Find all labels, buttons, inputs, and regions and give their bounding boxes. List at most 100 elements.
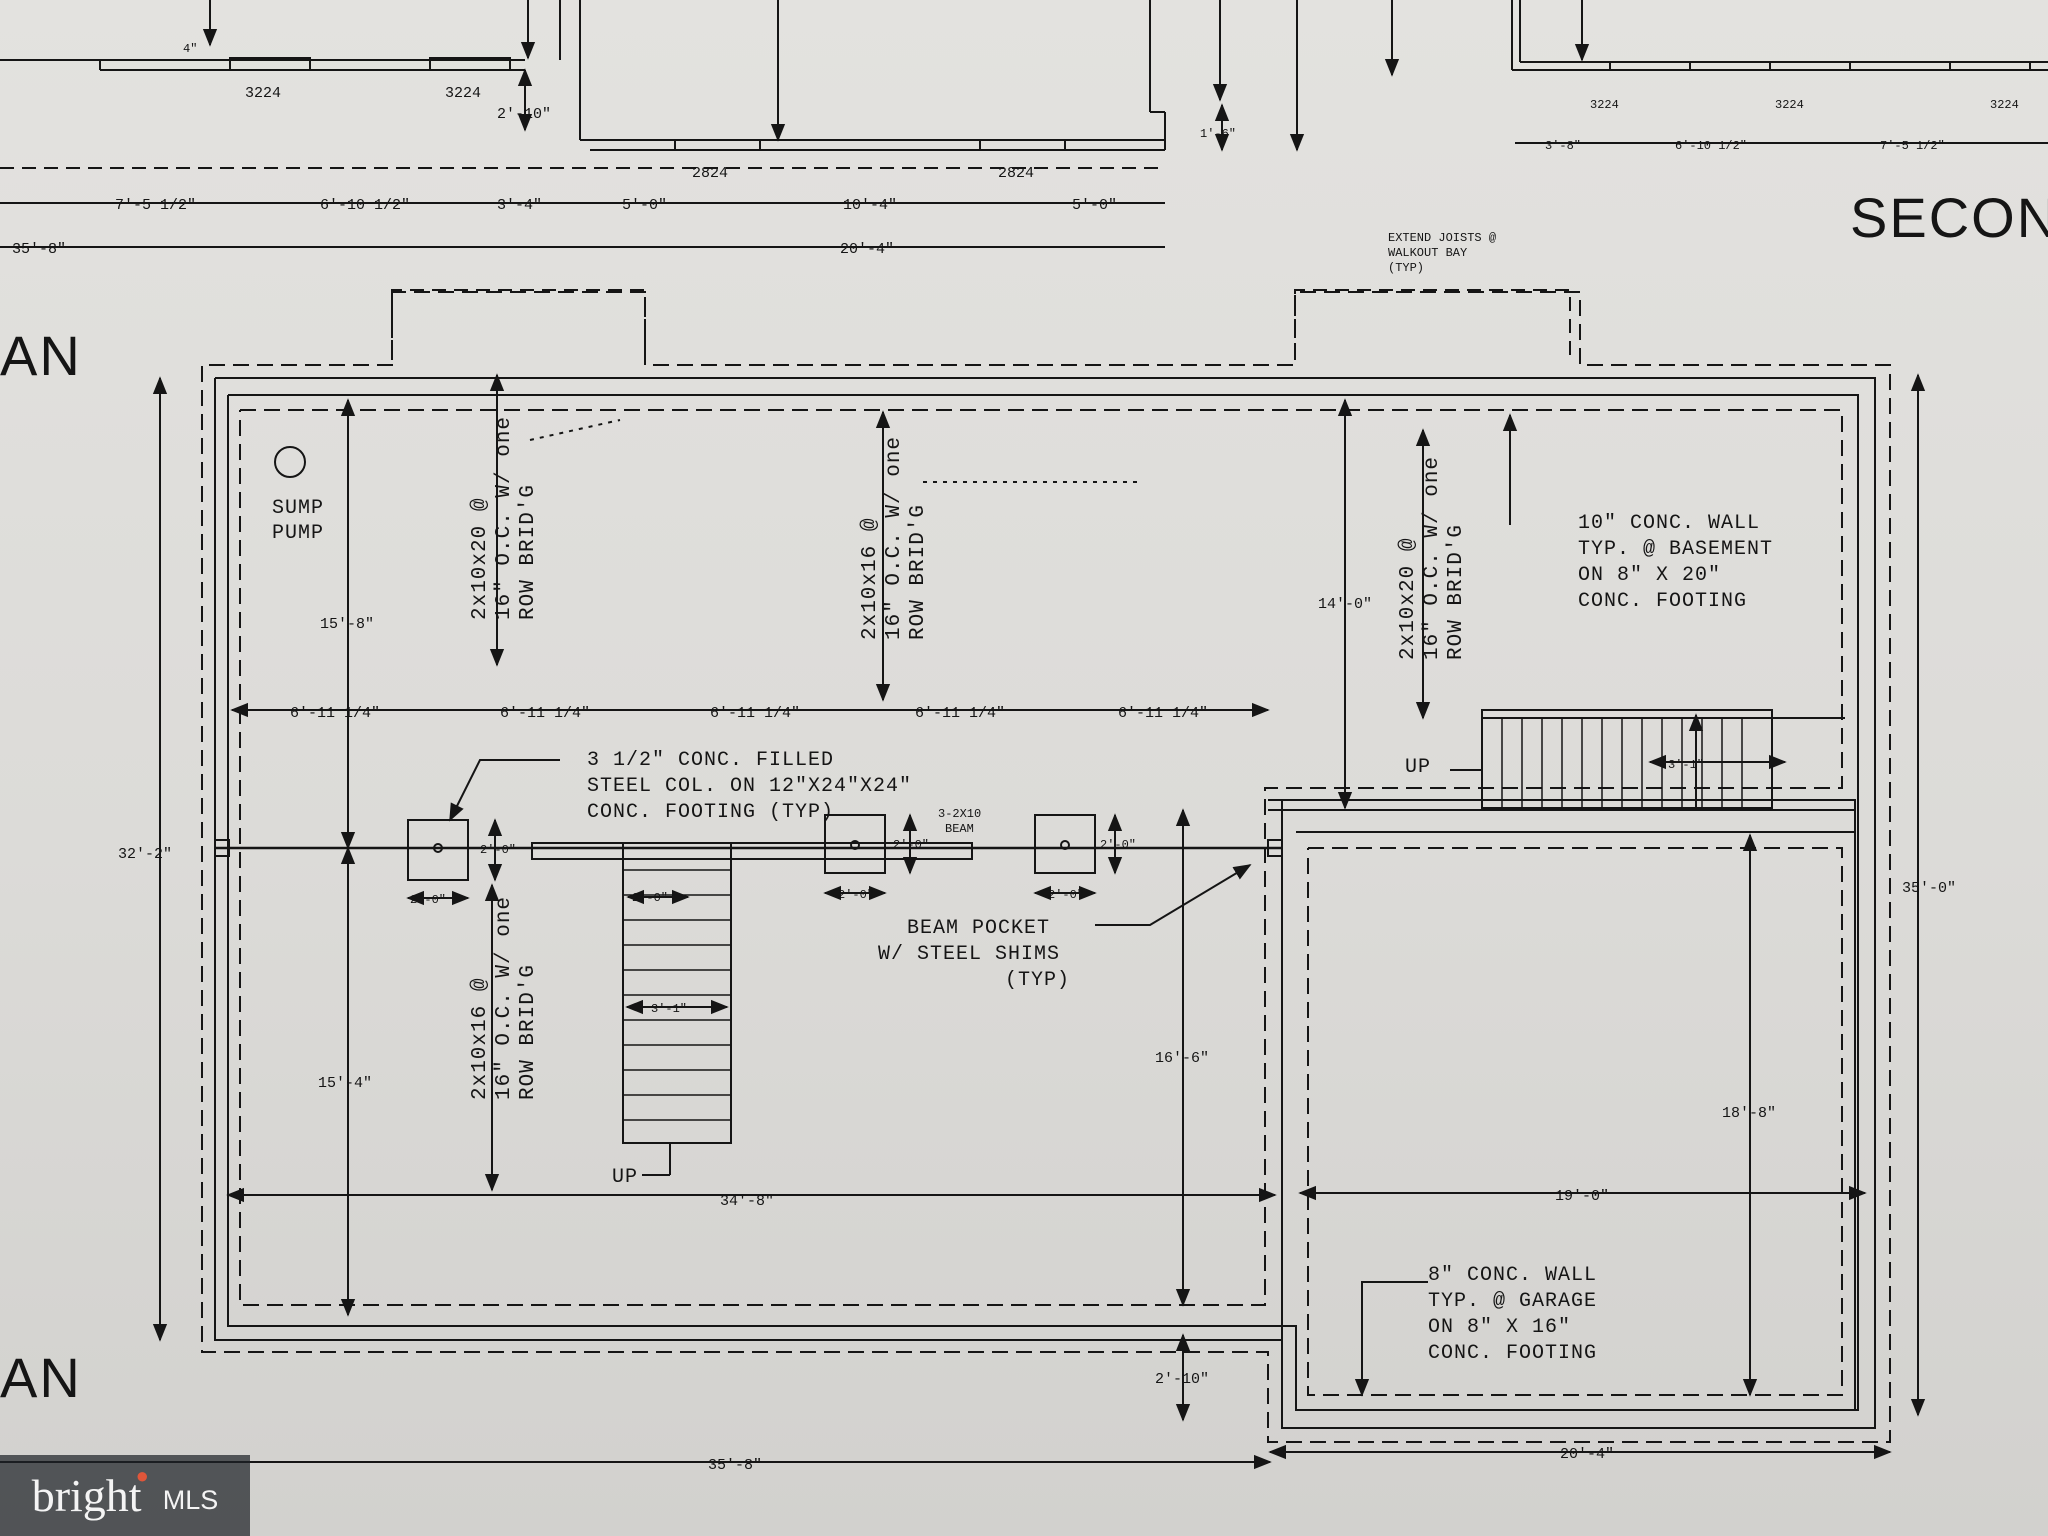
window-label: 3224 [1590,98,1619,112]
svg-text:16" O.C. W/ one: 16" O.C. W/ one [1421,456,1444,660]
svg-text:(TYP): (TYP) [1005,969,1070,992]
stair-up-label: UP [1405,756,1431,779]
dim-label: 6'-11 1/4" [290,705,380,722]
dim-label: 3'-1" [651,1002,687,1016]
dim-label: 2'-0" [410,893,446,907]
top-dim-label: 7'-5 1/2" [115,197,196,214]
svg-text:CONC. FOOTING: CONC. FOOTING [1578,590,1747,613]
svg-text:16" O.C. W/ one: 16" O.C. W/ one [883,436,906,640]
top-dim-label: 3'-8" [1545,139,1581,153]
mls-watermark: bright ● MLS [0,1455,250,1536]
svg-text:EXTEND JOISTS @: EXTEND JOISTS @ [1388,231,1496,245]
top-dim-label: 35'-8" [12,241,66,258]
dim-label: 6'-11 1/4" [1118,705,1208,722]
extend-joists-note: EXTEND JOISTS @ WALKOUT BAY (TYP) [1388,231,1496,275]
svg-text:16" O.C. W/ one: 16" O.C. W/ one [493,416,516,620]
dim-label: 2'-0" [1100,838,1136,852]
sheet-title-partial: AN [0,1346,82,1409]
dim-label: 18'-8" [1722,1105,1776,1122]
svg-text:16" O.C. W/ one: 16" O.C. W/ one [493,896,516,1100]
window-label: 3224 [1775,98,1804,112]
joist-label-upper-mid: 2x10x16 @ 16" O.C. W/ one ROW BRID'G [859,436,930,640]
svg-text:BEAM: BEAM [945,822,974,836]
watermark-suffix: MLS [162,1485,219,1515]
top-dim-label: 7'-5 1/2" [1880,139,1945,153]
svg-text:(TYP): (TYP) [1388,261,1424,275]
svg-text:TYP. @ GARAGE: TYP. @ GARAGE [1428,1290,1597,1313]
top-dim-label: 6'-10 1/2" [1675,139,1747,153]
beam-label: 3-2X10 BEAM [938,807,981,836]
svg-text:ROW BRID'G: ROW BRID'G [1445,524,1468,660]
dim-label: 3'-1" [1668,758,1704,772]
window-label: 3224 [445,85,481,102]
sheet-title-partial: SECON [1850,186,2048,249]
dim-label: 15'-4" [318,1075,372,1092]
top-dim-label: 5'-0" [622,197,667,214]
window-label: 2824 [692,165,728,182]
svg-text:ROW BRID'G: ROW BRID'G [517,484,540,620]
svg-text:2x10x16 @: 2x10x16 @ [859,518,882,640]
joist-label-upper-right: 2x10x20 @ 16" O.C. W/ one ROW BRID'G [1397,456,1468,660]
watermark-dot-icon: ● [135,1465,149,1490]
dim-label: 15'-8" [320,616,374,633]
dim-label: 6'-11 1/4" [710,705,800,722]
svg-text:CONC. FOOTING (TYP): CONC. FOOTING (TYP) [587,801,834,824]
dim-label: 2'-0" [893,838,929,852]
window-label: 2824 [998,165,1034,182]
svg-text:PUMP: PUMP [272,522,324,545]
dim-label: 35'-0" [1902,880,1956,897]
svg-text:2x10x20 @: 2x10x20 @ [469,498,492,620]
top-dim-label: 1'-6" [1200,127,1236,141]
svg-text:SUMP: SUMP [272,497,324,520]
sump-pump-label: SUMP PUMP [272,497,324,545]
dim-label: 35'-8" [708,1457,762,1474]
dim-label: 14'-0" [1318,596,1372,613]
top-dim-label: 3'-4" [497,197,542,214]
dim-label: 32'-2" [118,846,172,863]
watermark-brand: bright [31,1470,142,1521]
svg-text:CONC. FOOTING: CONC. FOOTING [1428,1342,1597,1365]
top-dim-label: 2'-10" [497,106,551,123]
svg-text:TYP. @ BASEMENT: TYP. @ BASEMENT [1578,538,1773,561]
dim-label: 2'-10" [1155,1371,1209,1388]
svg-text:10" CONC. WALL: 10" CONC. WALL [1578,512,1760,535]
svg-text:3 1/2" CONC. FILLED: 3 1/2" CONC. FILLED [587,749,834,772]
svg-text:ROW BRID'G: ROW BRID'G [517,964,540,1100]
svg-text:W/ STEEL SHIMS: W/ STEEL SHIMS [878,943,1060,966]
window-label: 3224 [1990,98,2019,112]
dim-label: 2'-0" [838,888,874,902]
joist-label-upper-left: 2x10x20 @ 16" O.C. W/ one ROW BRID'G [469,416,540,620]
dim-label: 16'-6" [1155,1050,1209,1067]
beam-pocket-note: BEAM POCKET W/ STEEL SHIMS (TYP) [878,917,1070,992]
dim-label: 6'-11 1/4" [500,705,590,722]
top-dim-label: 6'-10 1/2" [320,197,410,214]
joist-label-lower-left: 2x10x16 @ 16" O.C. W/ one ROW BRID'G [469,896,540,1100]
svg-text:8" CONC. WALL: 8" CONC. WALL [1428,1264,1597,1287]
dim-label: 2'-0" [632,891,668,905]
svg-text:STEEL COL. ON 12"X24"X24": STEEL COL. ON 12"X24"X24" [587,775,912,798]
window-label: 3224 [245,85,281,102]
stair-up-label: UP [612,1166,638,1189]
svg-text:ROW BRID'G: ROW BRID'G [907,504,930,640]
svg-text:2x10x16 @: 2x10x16 @ [469,978,492,1100]
dim-label: 6'-11 1/4" [915,705,1005,722]
dim-label: 34'-8" [720,1193,774,1210]
svg-text:3-2X10: 3-2X10 [938,807,981,821]
top-dim-label: 20'-4" [840,241,894,258]
top-dim-label: 5'-0" [1072,197,1117,214]
svg-text:BEAM POCKET: BEAM POCKET [907,917,1050,940]
svg-text:WALKOUT BAY: WALKOUT BAY [1388,246,1467,260]
conc-wall-basement-note: 10" CONC. WALL TYP. @ BASEMENT ON 8" X 2… [1578,512,1773,613]
dim-label: 2'-0" [480,843,516,857]
svg-text:2x10x20 @: 2x10x20 @ [1397,538,1420,660]
conc-wall-garage-note: 8" CONC. WALL TYP. @ GARAGE ON 8" X 16" … [1428,1264,1597,1365]
sheet-title-partial: AN [0,324,82,387]
svg-text:ON 8" X 20": ON 8" X 20" [1578,564,1721,587]
dim-label: 20'-4" [1560,1446,1614,1463]
steel-column-note: 3 1/2" CONC. FILLED STEEL COL. ON 12"X24… [587,749,912,824]
top-dim-label: 4" [183,42,197,56]
dim-label: 19'-0" [1555,1188,1609,1205]
dim-label: 2'-0" [1048,888,1084,902]
